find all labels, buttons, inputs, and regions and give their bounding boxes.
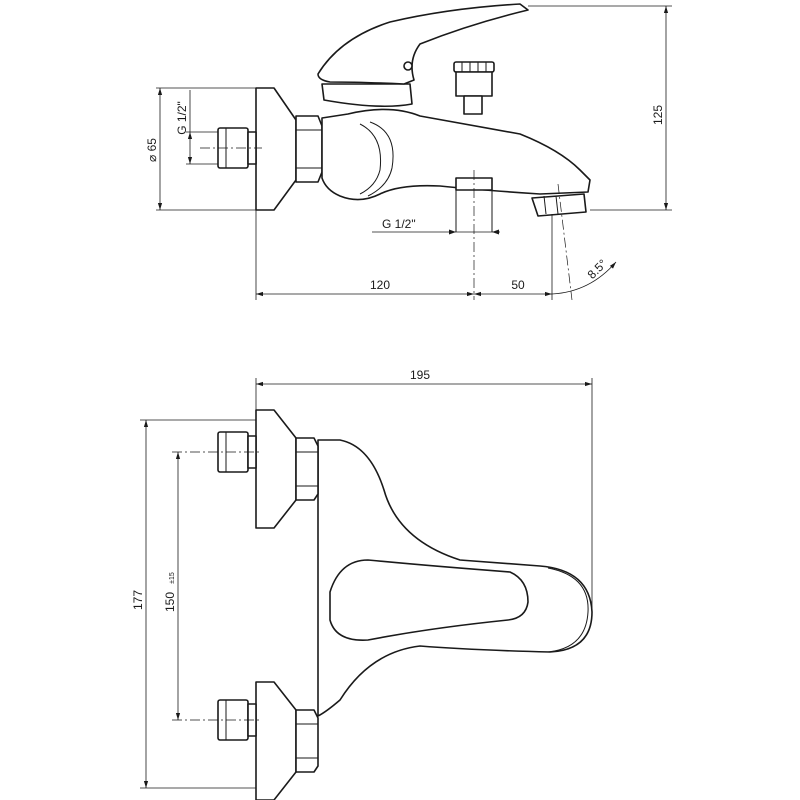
body-joint-curve-2 <box>359 123 382 195</box>
dim-outlet-thread-label: G 1/2" <box>382 217 416 231</box>
shower-outlet <box>455 177 493 232</box>
front-top-connection <box>217 409 319 529</box>
dim-diameter-label: ⌀ 65 <box>145 138 159 162</box>
dim-front-height-label: 177 <box>131 590 145 610</box>
hex-nut <box>295 115 323 183</box>
wall-flange <box>255 87 297 211</box>
dim-centers-tolerance: ±15 <box>169 572 176 584</box>
front-view: 195 177 150 ±15 <box>131 368 593 800</box>
diverter-knob <box>453 61 495 115</box>
dim-centers-label: 150 <box>163 592 177 612</box>
spout-aerator <box>531 193 587 217</box>
lever-handle <box>317 3 529 85</box>
dim-height-label: 125 <box>651 105 665 125</box>
dim-arrow-outlet-left <box>449 229 456 235</box>
dim-outlet-distance-label: 120 <box>370 278 390 292</box>
dim-spout-angle-label: 8.5° <box>585 256 610 281</box>
dim-inlet-thread-label: G 1/2" <box>175 101 189 135</box>
spout-centerline <box>557 183 573 301</box>
body-joint-curve <box>367 121 394 197</box>
dim-arc-spout-angle <box>551 261 617 295</box>
dim-width-label: 195 <box>410 368 430 382</box>
front-lever <box>329 559 529 641</box>
handle-screw <box>403 61 413 71</box>
dim-spout-projection-label: 50 <box>511 278 525 292</box>
front-lever-side <box>547 567 589 653</box>
front-bottom-connection <box>217 681 319 800</box>
dim-arrow-outlet-right <box>492 229 499 235</box>
side-view: 125 ⌀ 65 G 1/2" G 1/2" 120 50 8.5° <box>145 3 672 301</box>
cartridge-cap <box>321 83 413 108</box>
